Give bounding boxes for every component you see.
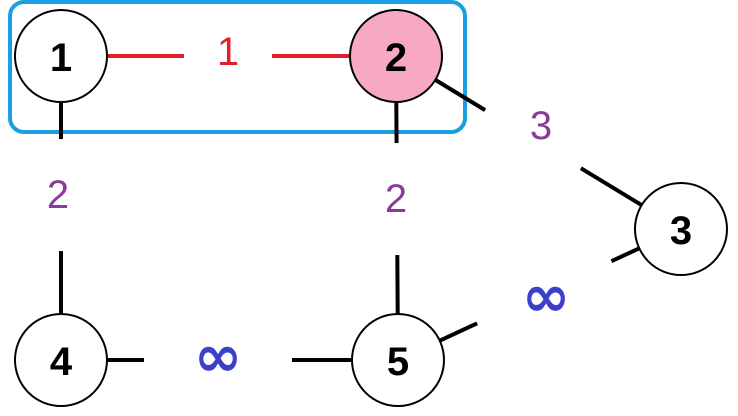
node-label: 3	[670, 209, 692, 253]
node-label: 4	[50, 340, 73, 384]
edge-weight-4-5: ∞	[194, 322, 242, 390]
node-5: 5	[351, 313, 445, 407]
selected-set-box	[8, 0, 467, 134]
edge-weight-2-3: 3	[530, 104, 552, 148]
node-circle	[349, 9, 443, 103]
edge-5-3	[438, 246, 641, 343]
edge-weight-1-4: 2	[47, 173, 69, 217]
node-label: 1	[50, 36, 72, 80]
node-label: 2	[385, 36, 407, 80]
node-label: 5	[387, 340, 409, 384]
node-circle	[14, 9, 108, 103]
edge-segment	[610, 246, 641, 264]
node-2: 2	[349, 9, 443, 103]
edge-2-3	[434, 78, 643, 207]
edge-2-5	[394, 101, 400, 315]
node-circle	[14, 313, 108, 407]
node-3: 3	[634, 182, 728, 276]
edge-segment	[579, 166, 643, 207]
node-1: 1	[14, 9, 108, 103]
edge-weight-1-2: 1	[217, 30, 239, 74]
edge-weight-2-5: 2	[385, 177, 407, 221]
edge-weight-5-3: ∞	[522, 262, 570, 330]
node-circle	[634, 182, 728, 276]
node-circle	[351, 313, 445, 407]
node-4: 4	[14, 313, 108, 407]
edge-segment	[438, 321, 478, 343]
edge-segment	[434, 78, 487, 112]
